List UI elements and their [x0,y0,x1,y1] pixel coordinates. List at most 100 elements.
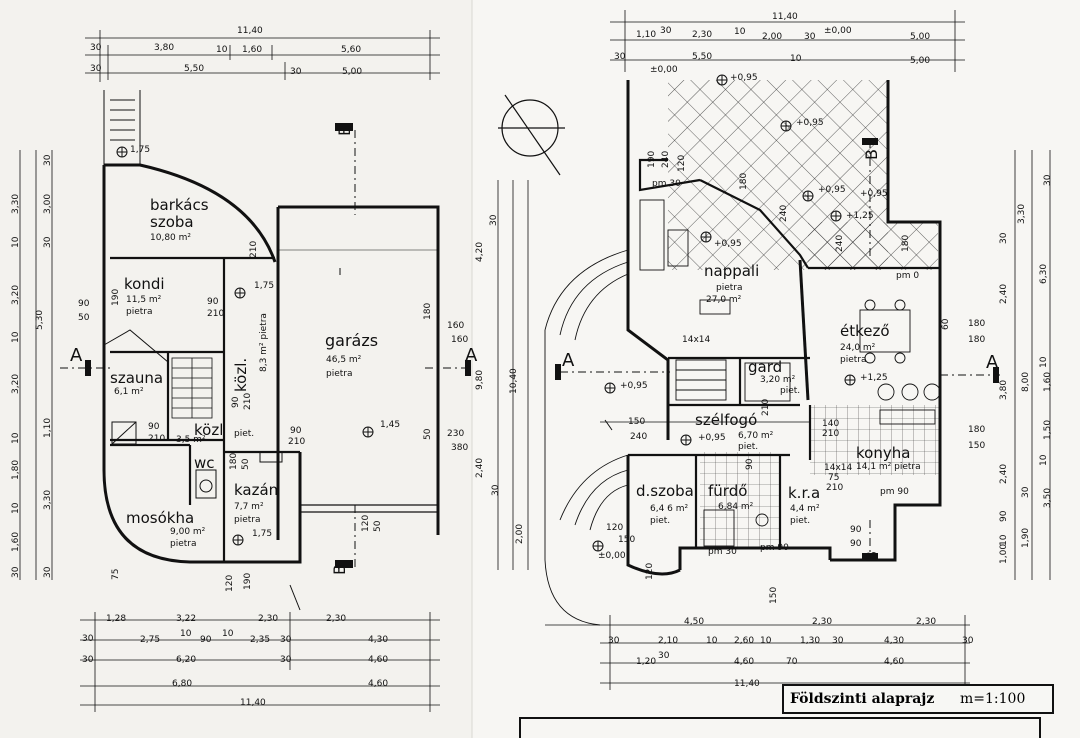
right-side-vdim-4: 2,40 [999,283,1009,304]
right-inner-13: 150 [968,441,986,451]
right-level-9: +0,95 [860,189,888,199]
left-vdim-6: 5,30 [35,309,45,330]
left-vdim-8: 3,20 [11,373,21,394]
left-bdim-9: 2,35 [250,635,271,645]
left-vdim-7: 10 [11,331,21,343]
left-bdim-15: 4,60 [368,655,389,665]
left-dim-top-d: 1,60 [242,45,263,55]
right-inner-26: 120 [606,523,624,533]
left-side-dimension-lines [19,150,53,580]
left-bdim-12: 30 [82,655,94,665]
left-top-stair [103,90,141,165]
right-inner-20: 75 [828,473,840,483]
right-outer-walls [626,80,942,576]
right-inner-6: 240 [835,234,845,252]
left-inner-walls [110,256,300,562]
left-dim-top-e: 5,60 [341,45,362,55]
room-gard: gard [748,358,783,376]
left-bdim-5: 2,75 [140,635,161,645]
left-vdim-3: 10 [11,236,21,248]
left-bdim-18: 11,40 [240,698,266,708]
right-inner-1: 240 [661,150,671,168]
room-mosokha-floor: pietra [170,539,197,549]
left-inner-5: 210 [249,240,259,258]
right-furniture [639,199,941,547]
title-block-frame [519,717,1041,738]
right-bdim-17: 11,40 [734,679,760,689]
room-kozl-vertical-area: 8,3 m² pietra [259,313,269,372]
right-inner-25: 90 [850,539,862,549]
kitchen-tiling [810,405,940,475]
right-inner-31: 210 [761,398,771,416]
right-section-lines [560,140,1000,560]
right-bdim-9: 30 [832,636,844,646]
left-bdim-13: 6,20 [176,655,197,665]
right-dim-top-c: 2,30 [692,30,713,40]
left-inner-1: 190 [111,288,121,306]
room-szelfogo-floor: piet. [738,442,759,452]
left-inner-14: 160 [447,321,465,331]
left-bdim-8: 10 [222,629,234,639]
right-inner-17: 210 [822,429,840,439]
room-kondi: kondi [124,275,165,293]
room-mosokha-area: 9,00 m² [170,527,206,537]
right-dim-total-top: 11,40 [772,12,798,22]
right-floor-plan [497,10,1051,738]
caption-scale: m=1:100 [960,691,1026,707]
left-bdim-0: 1,28 [106,614,127,624]
right-inner-4: 180 [739,172,749,190]
right-dim-top-h: 30 [614,52,626,62]
section-mark-b-right-plan-bottom: B [862,551,881,562]
left-vdim-2: 3,00 [43,193,53,214]
left-bdim-11: 4,30 [368,635,389,645]
left-dim-top-c: 10 [216,45,228,55]
left-vdim-9: 10 [11,432,21,444]
right-bdim-14: 4,60 [734,657,755,667]
room-garazs-floor: pietra [326,369,353,379]
right-inner-2: 120 [677,154,687,172]
left-dim-top-b: 3,80 [154,43,175,53]
room-nappali-floor: pietra [716,283,743,293]
left-level-0: 1,75 [130,145,151,155]
right-side-vdim-5: 1,60 [1043,371,1053,392]
right-side-vdim-0: 30 [1043,174,1053,186]
right-inner-28: 120 [645,562,655,580]
right-bottom-dimension-lines [545,615,970,690]
left-bdim-4: 30 [82,634,94,644]
left-level-markers [116,146,374,546]
room-nappali-area: 27,0 m² [706,295,742,305]
room-garazs-area: 46,5 m² [326,355,362,365]
right-side-dimension-lines [497,150,1051,580]
left-bdim-17: 4,60 [368,679,389,689]
left-vdim-1: 3,30 [11,193,21,214]
left-dim-top-h: 30 [290,67,302,77]
right-inner-10: 60 [941,318,951,330]
room-kazan-area: 7,7 m² [234,502,264,512]
room-konyha-area: 14,1 m² pietra [856,462,921,472]
room-barkacs-line1: barkács [150,196,209,214]
room-szauna-area: 6,1 m² [114,387,144,397]
left-bdim-14: 30 [280,655,292,665]
left-inner-2: 50 [78,313,90,323]
right-bdim-15: 70 [786,657,798,667]
left-vdim-14: 1,60 [11,531,21,552]
left-bottom-dimension-lines [80,612,440,712]
right-dim-top-i: 5,50 [692,52,713,62]
room-nappali: nappali [704,262,760,280]
right-level-0: +0,95 [730,73,758,83]
left-section-markers [85,123,471,568]
right-side-vdim-11: 2,40 [999,463,1009,484]
right-dim-top-k: 5,00 [910,56,931,66]
section-mark-a-right-plan-right: A [986,352,999,373]
right-side-vdim-2: 30 [999,232,1009,244]
room-wc: wc [194,454,215,472]
right-side-vdim-10: 10 [1039,454,1049,466]
right-mid-vdim-3: 10,40 [509,368,519,394]
left-inner-3: 210 [207,309,225,319]
left-vdim-16: 30 [43,566,53,578]
right-dim-top-b: 30 [660,26,672,36]
right-dim-top-f: 30 [804,32,816,42]
left-inner-23: 190 [243,572,253,590]
left-dim-top-f: 30 [90,64,102,74]
